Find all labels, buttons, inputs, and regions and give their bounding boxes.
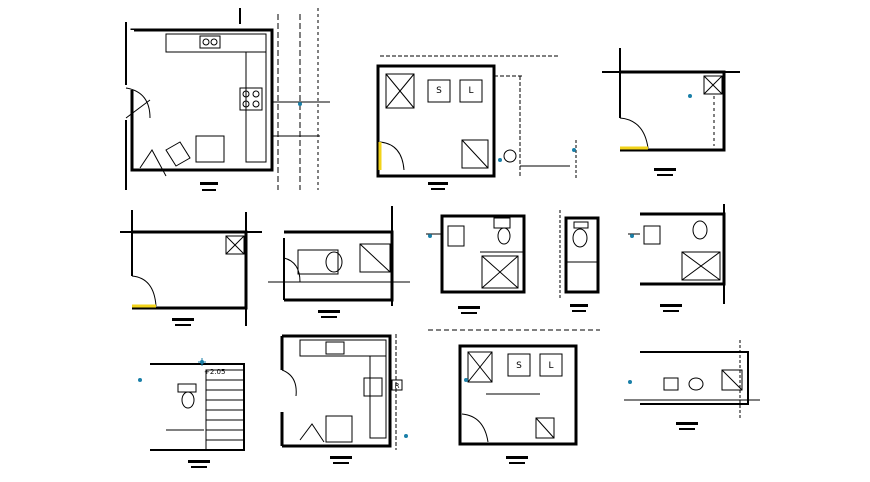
plan-bathroom-12: [624, 340, 760, 430]
fixture-letter-lav: L: [468, 86, 473, 96]
plan-kitchen-10: [280, 334, 403, 464]
fixture-letter-sink-2: S: [516, 361, 522, 371]
elevation-label: +2.05: [204, 368, 225, 376]
fixture-letter-range: R: [395, 382, 400, 390]
elevation-marker: [198, 358, 206, 366]
plan-room-3: [602, 48, 740, 176]
plan-stair-toilet-9: [150, 363, 245, 468]
plan-bathroom-5: [268, 206, 410, 318]
fixture-letter-sink: S: [436, 86, 442, 96]
fixture-letter-lav-2: L: [548, 361, 553, 371]
plan-bathroom-2: [376, 55, 577, 190]
plan-kitchen-1: [125, 8, 330, 191]
plan-bathroom-6: [426, 214, 526, 314]
plan-toilet-7: [559, 210, 600, 312]
plan-bathroom-8: [628, 204, 726, 312]
plan-bathroom-11: [428, 329, 600, 464]
pipe-point-markers: [138, 94, 692, 438]
plan-room-4: [120, 210, 262, 326]
